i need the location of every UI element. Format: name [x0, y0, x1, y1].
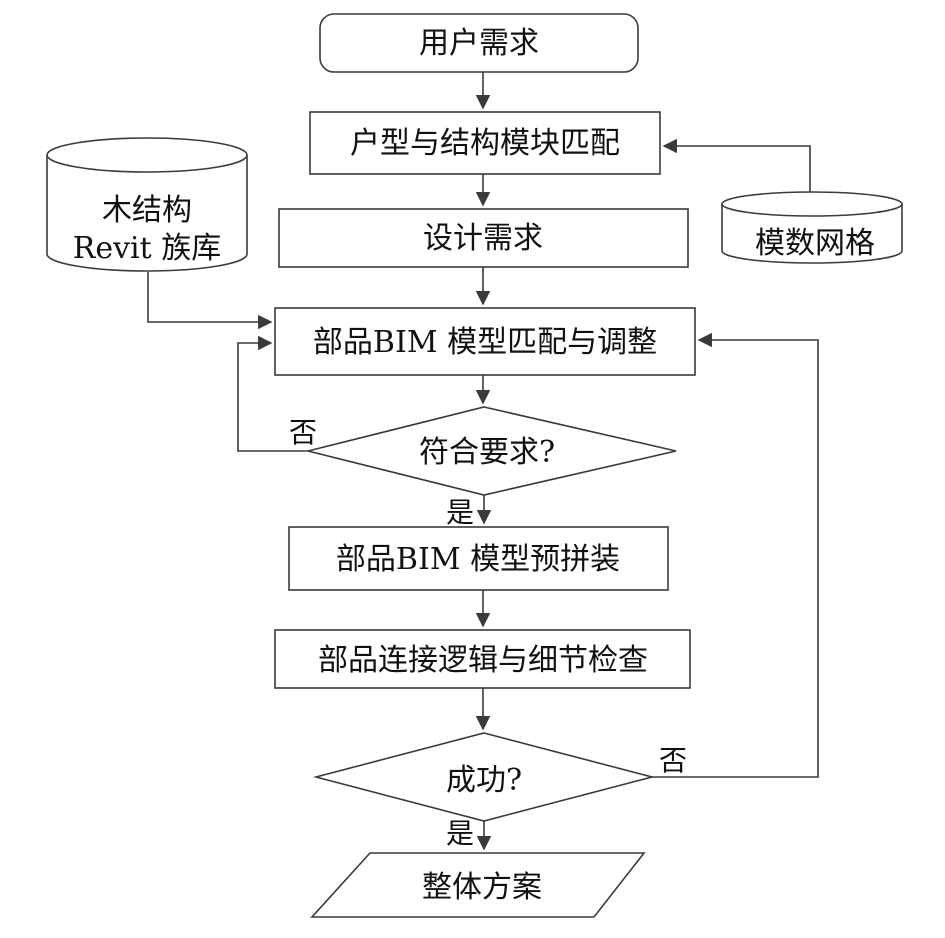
- process-preassemble: [288, 526, 669, 591]
- start-node-user-needs: [319, 13, 639, 73]
- database-modular-grid: 模数网格: [721, 191, 903, 264]
- database-grid-label: 模数网格: [755, 226, 875, 261]
- decision-success-label: 成功?: [446, 763, 522, 798]
- edge-label-yes-2: 是: [446, 817, 474, 850]
- database-wood-label-2: Revit 族库: [73, 231, 221, 266]
- edge-label-no-1: 否: [289, 416, 317, 449]
- process-design-needs-label: 设计需求: [423, 221, 543, 256]
- arrow-library-to-bim: [147, 272, 273, 330]
- process-module-match: [309, 111, 661, 175]
- process-bim-match-label: 部品BIM 模型匹配与调整: [313, 325, 657, 360]
- database-wood-label-1: 木结构: [102, 193, 192, 228]
- output-overall-plan-label: 整体方案: [422, 870, 542, 905]
- output-overall-plan: [310, 852, 646, 918]
- process-module-match-label: 户型与结构模块匹配: [350, 126, 620, 161]
- process-connection-check-label: 部品连接逻辑与细节检查: [318, 643, 648, 678]
- process-bim-match: [274, 307, 696, 376]
- edge-label-no-2: 否: [659, 744, 687, 777]
- arrow-no-loop-2: [652, 332, 819, 778]
- arrow-no-loop-1: [237, 335, 308, 452]
- arrow-grid-to-match: [662, 138, 811, 192]
- database-wood-structure-library: 木结构 Revit 族库: [46, 137, 248, 272]
- edge-label-yes-1: 是: [446, 496, 474, 529]
- process-preassemble-label: 部品BIM 模型预拼装: [336, 542, 620, 577]
- start-node-label: 用户需求: [419, 26, 539, 61]
- decision-meets-requirements-label: 符合要求?: [419, 435, 555, 470]
